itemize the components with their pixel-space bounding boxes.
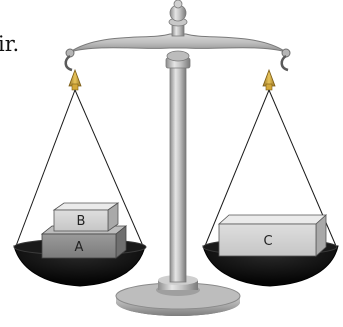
box-c: C [219, 215, 326, 256]
box-c-label: C [263, 234, 272, 249]
box-b-label: B [77, 214, 86, 229]
box-b: B [54, 203, 118, 231]
box-a-label: A [75, 240, 84, 255]
scale-pole [166, 51, 190, 282]
scale-finial [169, 0, 187, 36]
